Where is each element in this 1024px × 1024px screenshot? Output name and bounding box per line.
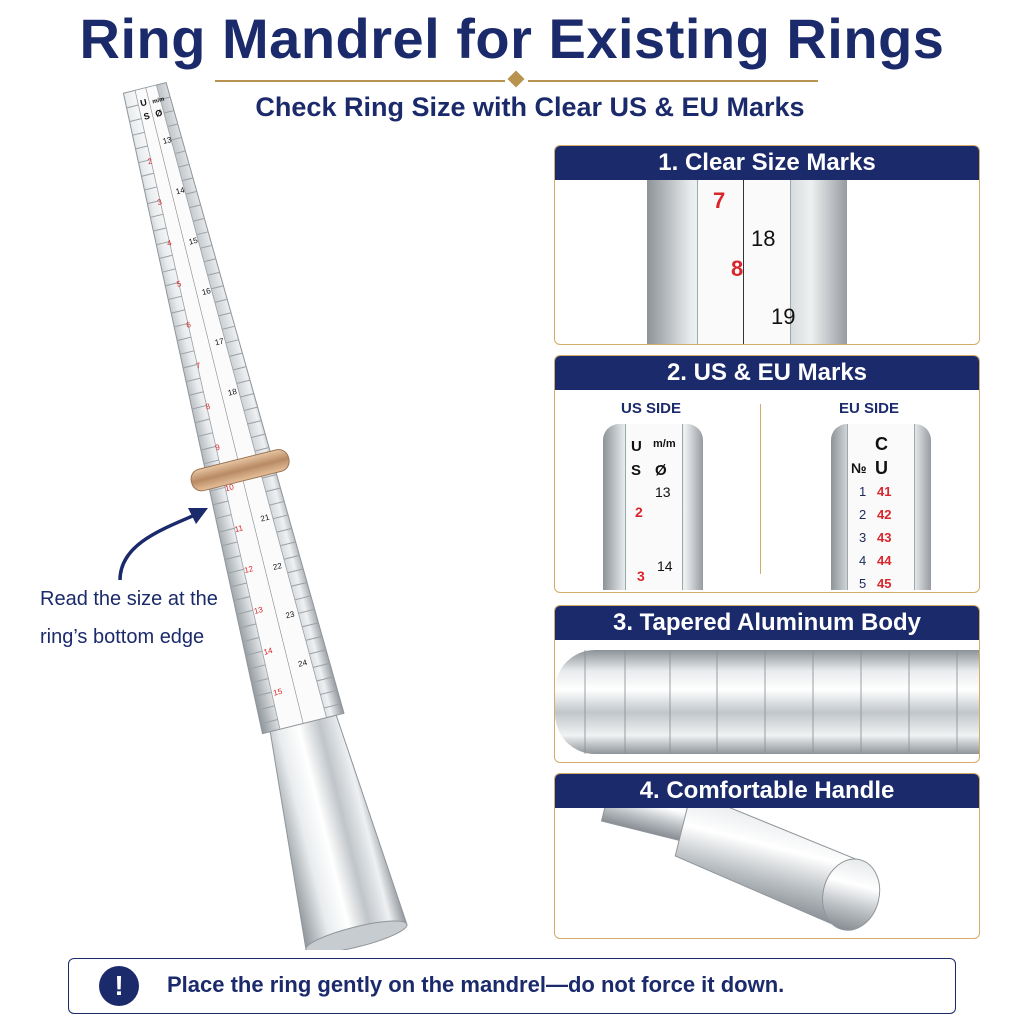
- mandrel-us-mark: 13: [253, 605, 264, 616]
- eu-row-num-3: 3: [859, 530, 867, 545]
- mandrel-mm-mark: 18: [227, 387, 238, 398]
- eu-side-strip: [847, 424, 915, 590]
- mandrel-us-mark: 9: [214, 442, 221, 452]
- eu-row-val-44: 44: [877, 553, 892, 568]
- mandrel-us-mark: 6: [185, 320, 192, 330]
- eu-row-num-2: 2: [859, 507, 867, 522]
- us-side-header-mm: m/m: [653, 438, 676, 450]
- title-divider-left: [215, 80, 505, 82]
- panel-tapered-body: 3. Tapered Aluminum Body: [554, 605, 980, 763]
- eu-side-header-u: U: [875, 458, 888, 478]
- eu-row-num-4: 4: [859, 553, 867, 568]
- mandrel-mm-mark: 22: [272, 561, 283, 572]
- mandrel-us-mark: 11: [234, 523, 245, 534]
- panel-2-divider: [760, 404, 761, 574]
- exclamation-icon: !: [99, 966, 139, 1006]
- page-subtitle: Check Ring Size with Clear US & EU Marks: [255, 92, 805, 122]
- eu-side-header-c: C: [875, 434, 888, 454]
- mandrel-us-mark: 3: [156, 197, 163, 207]
- panel-comfortable-handle: 4. Comfortable Handle: [554, 773, 980, 939]
- eu-row-val-43: 43: [877, 530, 892, 545]
- panel-1-mm-mark-19: 19: [771, 304, 796, 329]
- panel-1-center-line: [743, 180, 744, 344]
- us-side-header-diameter: Ø: [655, 462, 667, 479]
- usage-note-line-2: ring’s bottom edge: [40, 626, 205, 648]
- eu-side-label: EU SIDE: [839, 400, 900, 417]
- us-side-mark-2: 2: [635, 504, 643, 520]
- mandrel-us-mark: 7: [195, 361, 202, 371]
- mandrel-mm-mark: 15: [188, 236, 199, 247]
- panel-1-scale-strip: [697, 180, 791, 344]
- mandrel-us-mark: 4: [166, 238, 173, 248]
- mandrel-mm-mark: 17: [214, 336, 225, 347]
- gold-ring: [190, 449, 290, 492]
- title-divider-right: [528, 80, 818, 82]
- panel-4-handle: [600, 808, 881, 931]
- us-side-mm-14: 14: [657, 558, 673, 574]
- mandrel-mm-mark: 21: [260, 513, 271, 524]
- panel-1-title: 1. Clear Size Marks: [555, 146, 979, 180]
- pointer-arrow: [118, 508, 208, 581]
- eu-row-val-42: 42: [877, 507, 892, 522]
- mandrel-header-mark: S: [143, 111, 151, 122]
- page-title: Ring Mandrel for Existing Rings: [79, 7, 945, 70]
- panel-2-title: 2. US & EU Marks: [555, 356, 979, 390]
- us-side-header-s: S: [631, 462, 642, 479]
- mandrel-us-mark: 15: [272, 687, 283, 698]
- panel-us-eu-marks: 2. US & EU Marks US SIDE EU SIDE U S m/m…: [554, 355, 980, 593]
- mandrel-mm-mark: 13: [162, 135, 173, 146]
- mandrel-header-mark: m/m: [152, 97, 165, 106]
- mandrel-mm-mark: 24: [297, 658, 308, 669]
- mandrel-us-mark: 10: [224, 482, 235, 493]
- mandrel-header-mark: Ø: [154, 108, 163, 119]
- eu-row-num-5: 5: [859, 576, 867, 591]
- panel-3-rod: [555, 650, 979, 754]
- mandrel-mm-mark: 23: [285, 609, 296, 620]
- usage-note-line-1: Read the size at the: [40, 588, 218, 610]
- panel-1-mm-mark-18: 18: [751, 226, 776, 251]
- mandrel-header-mark: U: [139, 97, 148, 108]
- eu-side-header-number: №: [851, 460, 867, 476]
- warning-bar: ! Place the ring gently on the mandrel—d…: [68, 958, 956, 1014]
- warning-text: Place the ring gently on the mandrel—do …: [167, 972, 785, 997]
- eu-row-val-45: 45: [877, 576, 892, 591]
- us-side-label: US SIDE: [621, 400, 682, 417]
- mandrel-mm-mark: 14: [175, 185, 186, 196]
- panel-4-title: 4. Comfortable Handle: [555, 774, 979, 808]
- mandrel-us-mark: 8: [205, 402, 212, 412]
- mandrel-us-mark: 5: [176, 279, 183, 289]
- mandrel-us-mark: 2: [147, 156, 154, 166]
- mandrel-handle: [269, 714, 408, 950]
- usage-note: Read the size at the ring’s bottom edge: [40, 580, 218, 656]
- us-side-mm-13: 13: [655, 484, 671, 500]
- us-side-strip: [625, 424, 683, 590]
- mandrel-mm-mark: 16: [201, 286, 212, 297]
- eu-row-val-41: 41: [877, 484, 892, 499]
- panel-1-us-mark-7: 7: [713, 188, 726, 213]
- mandrel-us-mark: 12: [243, 564, 254, 575]
- us-side-header-u: U: [631, 438, 642, 455]
- us-side-mark-3: 3: [637, 568, 645, 584]
- panel-3-title: 3. Tapered Aluminum Body: [555, 606, 979, 640]
- mandrel-us-mark: 14: [263, 646, 274, 657]
- panel-clear-size-marks: 1. Clear Size Marks 7 8 18 19: [554, 145, 980, 345]
- panel-3-grooves: [584, 650, 958, 754]
- eu-row-num-1: 1: [859, 484, 867, 499]
- mandrel-illustration: USm/mØ2345678910111213141513141516171820…: [122, 81, 408, 950]
- panel-1-us-mark-8: 8: [731, 256, 744, 281]
